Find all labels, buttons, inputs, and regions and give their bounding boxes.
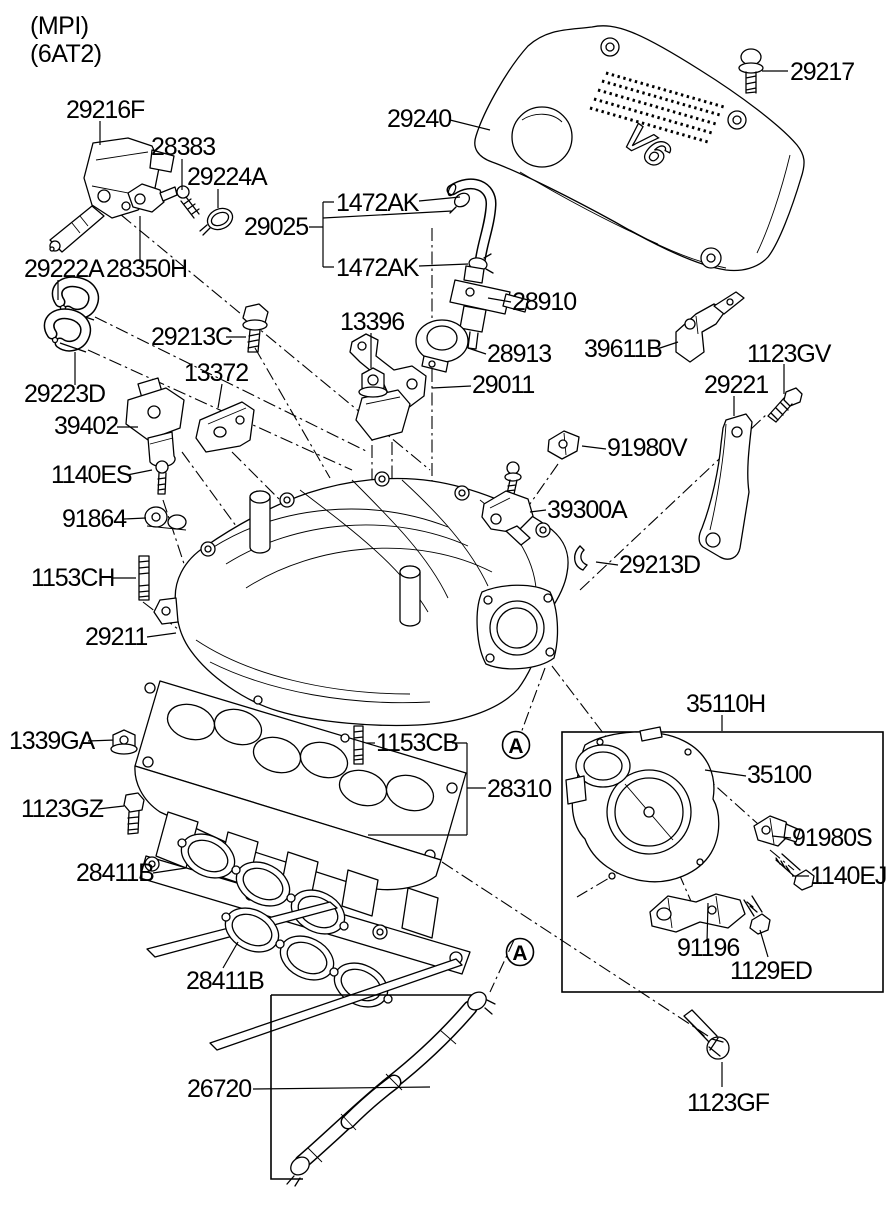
bolt-1129ED-drawing	[743, 895, 771, 935]
part-label-1153ch[interactable]: 1153CH	[31, 564, 115, 592]
fitting-28350H-drawing	[127, 183, 178, 213]
clip-91864-drawing	[144, 506, 187, 531]
hose-29025-drawing	[446, 178, 497, 274]
part-label-29223d[interactable]: 29223D	[24, 380, 106, 408]
nut-1339GA-drawing	[110, 729, 138, 755]
bracket-91196-drawing	[649, 893, 746, 933]
part-label-91980s[interactable]: 91980S	[792, 824, 873, 852]
detail-marker-a-2: A	[505, 937, 535, 967]
part-label-91864[interactable]: 91864	[62, 505, 128, 533]
part-label-1472ak-2[interactable]: 1472AK	[336, 254, 421, 282]
throttle-body-callout-box	[561, 731, 884, 993]
labels-layer: (MPI) (6AT2) 29216F 28383 29224A 29025 1…	[9, 12, 886, 1117]
sensor-39300A-drawing	[481, 461, 534, 546]
variant-label-6at2: (6AT2)	[30, 40, 102, 68]
bracket-29025-callout	[309, 201, 453, 268]
stud-1153CH-drawing	[138, 555, 150, 601]
detail-marker-circle	[505, 937, 535, 967]
part-label-29224a[interactable]: 29224A	[187, 163, 269, 191]
part-label-28383[interactable]: 28383	[151, 133, 216, 161]
part-label-39611b[interactable]: 39611B	[584, 335, 663, 363]
bolt-1123GZ-drawing	[123, 792, 145, 835]
part-label-29217[interactable]: 29217	[790, 58, 855, 86]
bolt-1140ES-drawing	[155, 460, 169, 495]
clamp-29224A-drawing	[199, 207, 234, 236]
bolt-1123GV-drawing	[767, 387, 803, 423]
hose-26720-callout-box	[270, 994, 480, 1180]
part-label-1472ak-1[interactable]: 1472AK	[336, 189, 421, 217]
bolt-28383-drawing	[176, 185, 200, 219]
part-label-29025[interactable]: 29025	[244, 213, 309, 241]
bolt-1123GF-drawing	[683, 1009, 730, 1060]
bolt-29213C-drawing	[242, 303, 269, 353]
clip-91980V-drawing	[547, 430, 580, 460]
part-label-29211[interactable]: 29211	[85, 623, 148, 651]
throttle-body-35100-drawing	[565, 726, 720, 883]
detail-marker-circle	[501, 730, 531, 760]
hose-26720-drawing	[286, 991, 496, 1187]
valve-28910-drawing	[449, 265, 529, 350]
solenoid-39402-drawing	[125, 377, 185, 468]
nut-13396-drawing	[358, 367, 388, 398]
part-label-39300a[interactable]: 39300A	[547, 496, 629, 524]
bracket-29221-drawing	[698, 413, 753, 560]
part-label-28411b-1[interactable]: 28411B	[76, 859, 155, 887]
bolt-1123GF-line	[441, 861, 709, 1037]
detail-a-line-2	[489, 939, 515, 993]
part-label-28350h[interactable]: 28350H	[106, 255, 188, 283]
part-label-29216f[interactable]: 29216F	[66, 96, 146, 124]
part-label-91980v[interactable]: 91980V	[607, 434, 689, 462]
variant-label-mpi: (MPI)	[30, 12, 89, 40]
detail-marker-a-1: A	[501, 730, 531, 760]
hose-29223D-drawing	[43, 308, 92, 353]
bracket-29011-drawing	[349, 333, 427, 441]
part-label-1123gv[interactable]: 1123GV	[747, 340, 833, 368]
detail-marker-letter: A	[512, 942, 527, 965]
part-label-29011[interactable]: 29011	[472, 371, 535, 399]
detail-a-line-1	[520, 667, 546, 734]
part-label-35100[interactable]: 35100	[747, 761, 812, 789]
part-label-1123gz[interactable]: 1123GZ	[21, 795, 105, 823]
hose-clamp-lower	[290, 1156, 310, 1176]
part-label-1140es[interactable]: 1140ES	[51, 461, 133, 489]
part-label-29213c[interactable]: 29213C	[151, 323, 234, 351]
bracket-28310-callout	[368, 742, 486, 836]
stud-1153CB-drawing	[353, 725, 364, 765]
part-label-28411b-2[interactable]: 28411B	[186, 967, 265, 995]
part-label-39402[interactable]: 39402	[54, 412, 119, 440]
part-label-29213d[interactable]: 29213D	[619, 551, 701, 579]
part-label-29240[interactable]: 29240	[387, 105, 452, 133]
part-label-28310[interactable]: 28310	[487, 775, 552, 803]
part-label-1140ej[interactable]: 1140EJ	[810, 862, 886, 890]
clip-29213D-drawing	[574, 545, 588, 571]
cover-halftone-band	[589, 71, 725, 144]
bolt-29217-drawing	[738, 48, 764, 94]
part-label-91196[interactable]: 91196	[677, 934, 740, 962]
part-label-28910[interactable]: 28910	[512, 288, 577, 316]
upper-manifold-29211-drawing	[153, 471, 569, 727]
gasket-strip-2	[209, 958, 463, 1051]
bracket-13372-drawing	[195, 401, 255, 453]
bracket-39611B-drawing	[675, 291, 745, 363]
hose-clamp-upper	[467, 991, 487, 1011]
part-label-13396[interactable]: 13396	[340, 308, 405, 336]
part-label-35110h[interactable]: 35110H	[686, 690, 766, 718]
cover-cap-circle	[511, 106, 573, 168]
part-label-1123gf[interactable]: 1123GF	[687, 1089, 771, 1117]
part-label-1129ed[interactable]: 1129ED	[730, 957, 813, 985]
engine-cover-drawing: V6	[474, 25, 805, 272]
bolt-1140EJ-drawing	[775, 853, 815, 891]
part-label-29221[interactable]: 29221	[704, 371, 769, 399]
part-label-28913[interactable]: 28913	[487, 340, 552, 368]
part-label-13372[interactable]: 13372	[184, 359, 249, 387]
part-label-29222a[interactable]: 29222A	[24, 255, 106, 283]
leader-lines	[57, 70, 809, 1090]
part-label-1153cb[interactable]: 1153CB	[376, 729, 459, 757]
part-label-26720[interactable]: 26720	[187, 1075, 252, 1103]
part-label-1339ga[interactable]: 1339GA	[9, 727, 97, 755]
grommet-28913-drawing	[415, 319, 469, 373]
detail-marker-letter: A	[508, 735, 523, 758]
